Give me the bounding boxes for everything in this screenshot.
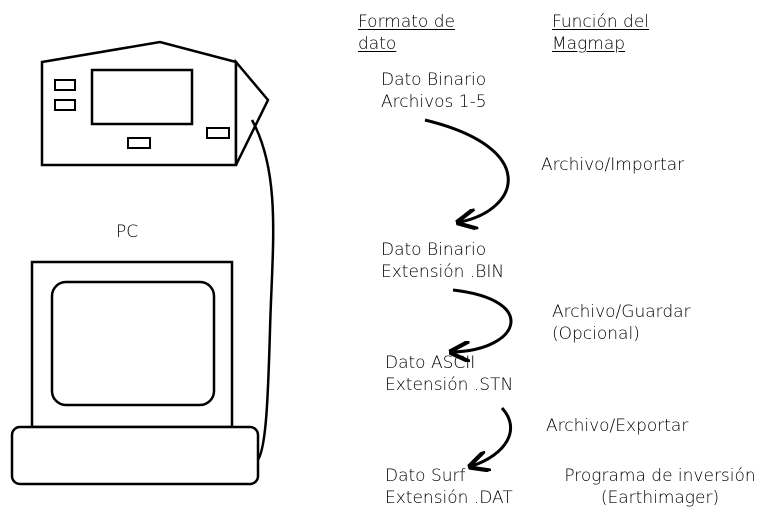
function-2-line1: Archivo/Guardar xyxy=(552,302,691,322)
pc-screen xyxy=(50,280,216,407)
instrument-screen xyxy=(90,68,194,126)
instrument-button xyxy=(206,127,230,139)
function-4-line2: (Earthimager) xyxy=(600,488,720,508)
format-2-line1: Dato Binario xyxy=(381,240,487,260)
instrument-side-panel xyxy=(234,58,270,166)
function-1-line1: Archivo/Importar xyxy=(541,155,685,175)
pc-computer xyxy=(10,260,260,486)
function-4-line1: Programa de inversión xyxy=(564,466,756,486)
format-3-line2: Extensión .STN xyxy=(385,375,514,395)
flow-arrow xyxy=(453,288,513,352)
function-3-line1: Archivo/Exportar xyxy=(546,416,689,436)
pc-base xyxy=(10,425,260,486)
function-2-line2: (Opcional) xyxy=(552,324,640,344)
instrument-button xyxy=(54,99,76,111)
instrument-button xyxy=(127,137,151,149)
format-1-line2: Archivos 1-5 xyxy=(381,92,487,112)
instrument-button xyxy=(54,79,76,91)
header-format-line2: dato xyxy=(358,34,397,54)
flow-arrow xyxy=(424,118,510,222)
format-1-line1: Dato Binario xyxy=(381,70,487,90)
header-function-line2: Magmap xyxy=(552,34,626,54)
connection-cable xyxy=(250,119,275,464)
format-4-line1: Dato Surf xyxy=(385,466,466,486)
instrument-device xyxy=(40,40,270,167)
format-3-line1: Dato ASCII xyxy=(385,353,476,373)
pc-label: PC xyxy=(116,222,139,242)
flow-arrow xyxy=(472,406,513,466)
header-format-line1: Formato de xyxy=(358,12,455,32)
format-2-line2: Extensión .BIN xyxy=(381,262,505,282)
header-function-line1: Función del xyxy=(552,12,650,32)
format-4-line2: Extensión .DAT xyxy=(385,488,513,508)
